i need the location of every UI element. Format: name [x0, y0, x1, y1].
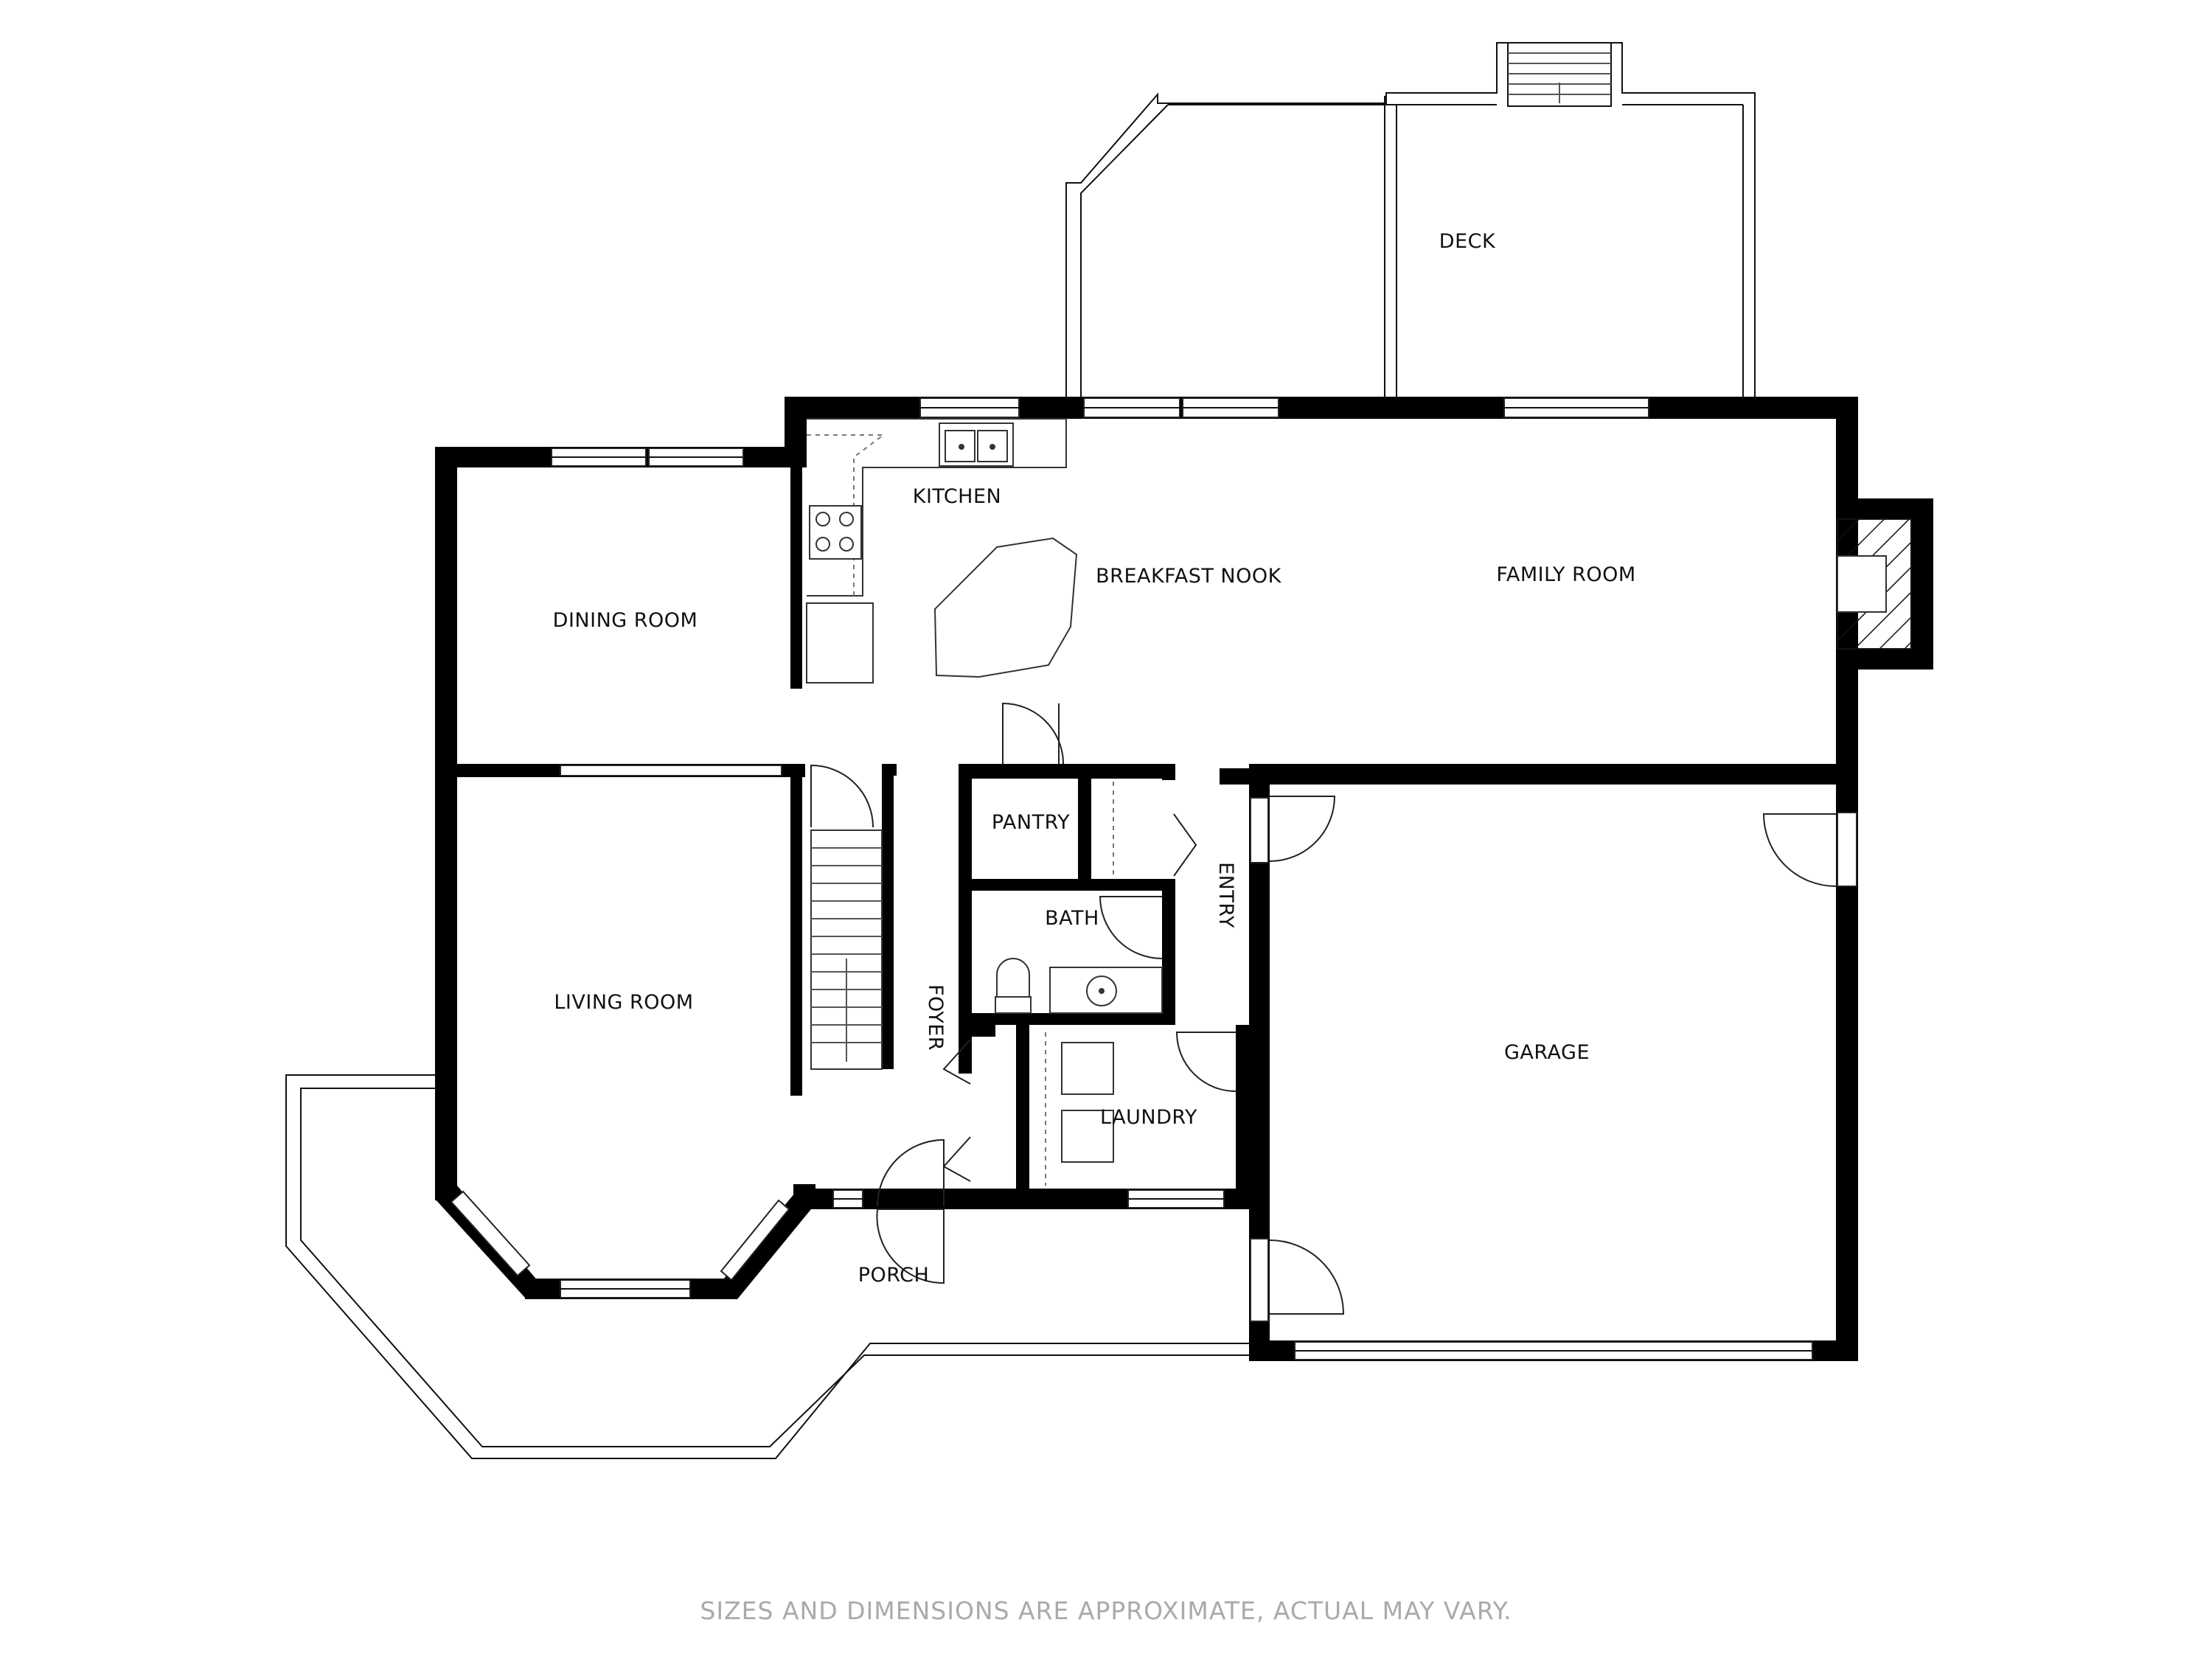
room-label-breakfast-nook: BREAKFAST NOOK [1096, 565, 1281, 588]
windows [450, 397, 1857, 1360]
exterior-walls [435, 397, 1933, 1361]
deck-stair-treads [1508, 52, 1611, 103]
room-label-garage: GARAGE [1504, 1041, 1590, 1064]
room-label-bath: BATH [1045, 907, 1099, 930]
doors [810, 702, 1837, 1315]
deck-outline [1065, 42, 1756, 397]
disclaimer-note: SIZES AND DIMENSIONS ARE APPROXIMATE, AC… [700, 1596, 1512, 1625]
room-label-entry: ENTRY [1214, 862, 1237, 928]
bath-fixtures [995, 782, 1163, 1186]
room-label-dining-room: DINING ROOM [553, 609, 698, 632]
kitchen-fixtures [806, 418, 1078, 684]
porch-outline [285, 1074, 1249, 1459]
room-label-living-room: LIVING ROOM [554, 991, 693, 1014]
room-label-foyer: FOYER [924, 984, 947, 1051]
room-labels: DECK KITCHEN BREAKFAST NOOK FAMILY ROOM … [553, 230, 1636, 1287]
room-label-deck: DECK [1439, 230, 1496, 253]
room-label-family-room: FAMILY ROOM [1496, 563, 1635, 586]
room-label-pantry: PANTRY [992, 811, 1070, 834]
room-label-kitchen: KITCHEN [913, 485, 1002, 508]
room-label-laundry: LAUNDRY [1100, 1106, 1197, 1129]
fireplace [1837, 518, 1912, 650]
interior-stairs [810, 830, 883, 1070]
room-label-porch: PORCH [858, 1264, 930, 1287]
